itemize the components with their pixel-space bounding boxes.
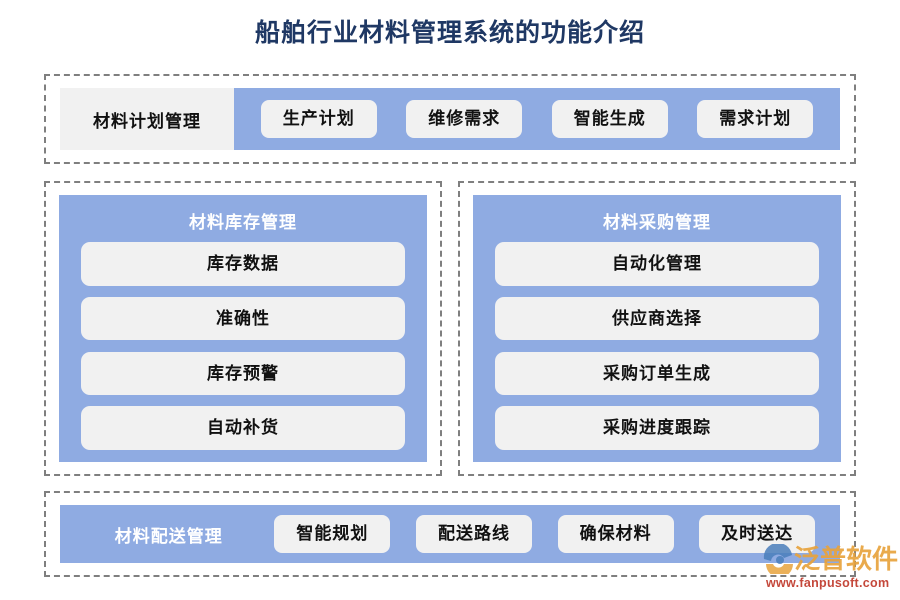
section-material-plan: 材料计划管理 生产计划 维修需求 智能生成 需求计划: [44, 74, 856, 164]
delivery-item-ensure-material[interactable]: 确保材料: [557, 515, 674, 553]
material-plan-band: 生产计划 维修需求 智能生成 需求计划: [234, 88, 840, 150]
material-stock-items: 库存数据 准确性 库存预警 自动补货: [81, 242, 405, 450]
material-delivery-inner: 材料配送管理 智能规划 配送路线 确保材料 及时送达: [60, 505, 840, 563]
purchase-item-order-generation[interactable]: 采购订单生成: [495, 351, 819, 396]
material-plan-label: 材料计划管理: [60, 88, 234, 150]
delivery-item-on-time[interactable]: 及时送达: [699, 515, 816, 553]
material-delivery-label: 材料配送管理: [114, 526, 223, 546]
stock-item-low-stock-alert[interactable]: 库存预警: [81, 351, 405, 396]
watermark-url: www.fanpusoft.com: [766, 576, 890, 590]
plan-item-smart-generate[interactable]: 智能生成: [551, 100, 668, 138]
material-purchase-header: 材料采购管理: [603, 213, 711, 232]
plan-item-production[interactable]: 生产计划: [260, 100, 377, 138]
stock-item-accuracy[interactable]: 准确性: [81, 296, 405, 341]
section-material-stock: 材料库存管理 库存数据 准确性 库存预警 自动补货: [44, 181, 442, 476]
page-title: 船舶行业材料管理系统的功能介绍: [254, 19, 645, 47]
purchase-item-automation[interactable]: 自动化管理: [495, 242, 819, 286]
delivery-item-smart-planning[interactable]: 智能规划: [274, 515, 391, 553]
stock-item-auto-replenish[interactable]: 自动补货: [81, 406, 405, 450]
purchase-item-progress-tracking[interactable]: 采购进度跟踪: [495, 406, 819, 450]
delivery-item-route[interactable]: 配送路线: [415, 515, 532, 553]
section-material-purchase: 材料采购管理 自动化管理 供应商选择 采购订单生成 采购进度跟踪: [458, 181, 856, 476]
material-purchase-panel: 材料采购管理 自动化管理 供应商选择 采购订单生成 采购进度跟踪: [473, 195, 841, 462]
material-purchase-items: 自动化管理 供应商选择 采购订单生成 采购进度跟踪: [495, 242, 819, 450]
material-stock-panel: 材料库存管理 库存数据 准确性 库存预警 自动补货: [59, 195, 427, 462]
plan-item-maintenance[interactable]: 维修需求: [406, 100, 523, 138]
purchase-item-supplier-selection[interactable]: 供应商选择: [495, 296, 819, 341]
section-material-delivery: 材料配送管理 智能规划 配送路线 确保材料 及时送达: [44, 491, 856, 577]
plan-item-demand[interactable]: 需求计划: [697, 100, 814, 138]
stock-item-inventory-data[interactable]: 库存数据: [81, 242, 405, 286]
material-delivery-band: 材料配送管理 智能规划 配送路线 确保材料 及时送达: [60, 505, 840, 563]
material-stock-header: 材料库存管理: [189, 213, 297, 232]
material-plan-inner: 材料计划管理 生产计划 维修需求 智能生成 需求计划: [60, 88, 840, 150]
